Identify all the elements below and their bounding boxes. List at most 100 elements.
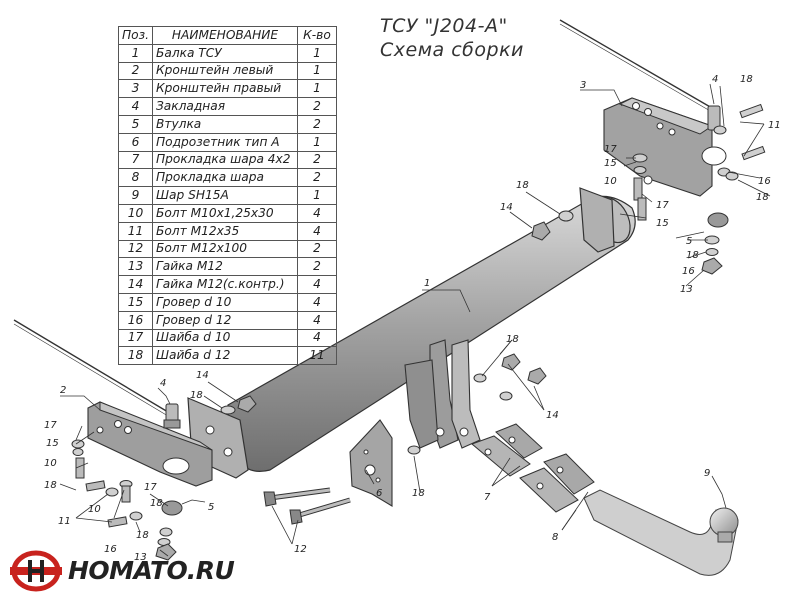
row-num: 10 <box>118 203 153 223</box>
callout-4: 4 <box>160 378 166 389</box>
row-qty: 4 <box>296 203 337 223</box>
row-qty: 11 <box>296 346 337 366</box>
row-name: Шайба d 12 <box>151 346 298 366</box>
row-qty: 1 <box>296 43 337 63</box>
row-qty: 2 <box>296 150 337 170</box>
row-qty: 2 <box>296 168 337 188</box>
callout-17: 17 <box>144 482 157 493</box>
row-name: Прокладка шара <box>151 168 298 188</box>
row-num: 6 <box>118 132 153 152</box>
logo-emblem-icon <box>10 550 62 592</box>
right-bracket-part <box>603 97 727 197</box>
callout-7: 7 <box>484 492 491 503</box>
title-subtitle: Схема сборки <box>380 39 524 61</box>
header-qty: К-во <box>296 26 337 45</box>
row-qty: 2 <box>296 114 337 134</box>
row-name: Болт М10х1,25х30 <box>151 203 298 223</box>
leader-lines <box>59 83 771 557</box>
callout-18: 18 <box>150 498 163 509</box>
callout-15: 15 <box>46 438 59 449</box>
row-num: 2 <box>118 61 153 81</box>
row-qty: 2 <box>296 97 337 116</box>
row-name: Закладная <box>151 97 298 116</box>
row-name: Гровер d 12 <box>151 310 298 330</box>
callout-18: 18 <box>136 530 149 541</box>
callout-12: 12 <box>294 544 307 555</box>
callout-18: 18 <box>756 192 769 203</box>
callout-14: 14 <box>546 410 559 421</box>
row-name: Шар SH15A <box>151 186 298 205</box>
row-num: 4 <box>118 97 153 116</box>
callout-17: 17 <box>656 200 669 211</box>
callout-5: 5 <box>208 502 214 513</box>
row-qty: 4 <box>296 292 337 312</box>
homato-logo: HOMATO.RU <box>10 548 235 594</box>
row-qty: 1 <box>296 61 337 81</box>
row-num: 13 <box>118 257 153 277</box>
callout-labels: 1 2 3 4 4 5 5 6 7 8 9 10 10 10 11 11 12 … <box>44 74 781 563</box>
row-qty: 2 <box>296 257 337 277</box>
row-num: 1 <box>118 43 153 63</box>
callout-17: 17 <box>44 420 57 431</box>
header-num: Поз. <box>118 26 153 45</box>
callout-2: 2 <box>60 385 66 396</box>
row-num: 12 <box>118 239 153 259</box>
header-name: НАИМЕНОВАНИЕ <box>151 26 298 45</box>
callout-1: 1 <box>424 278 430 289</box>
left-insert-part <box>13 319 181 429</box>
row-name: Гровер d 10 <box>151 292 298 312</box>
callout-3: 3 <box>580 80 586 91</box>
callout-16: 16 <box>104 544 117 555</box>
callout-11: 11 <box>768 120 781 131</box>
callout-10: 10 <box>604 176 617 187</box>
beam-part <box>187 187 636 479</box>
row-name: Гайка М12(с.контр.) <box>151 275 298 294</box>
callout-4: 4 <box>712 74 718 85</box>
row-num: 3 <box>118 79 153 99</box>
row-qty: 4 <box>296 328 337 348</box>
callout-18: 18 <box>740 74 753 85</box>
callout-18: 18 <box>44 480 57 491</box>
callout-18: 18 <box>190 390 203 401</box>
callout-14: 14 <box>196 370 209 381</box>
diagram-title: ТСУ "J204-A" Схема сборки <box>380 14 524 62</box>
callout-15: 15 <box>656 218 669 229</box>
row-num: 11 <box>118 221 153 241</box>
row-qty: 4 <box>296 221 337 241</box>
row-qty: 4 <box>296 275 337 294</box>
callout-10: 10 <box>44 458 57 469</box>
callout-15: 15 <box>604 158 617 169</box>
row-num: 14 <box>118 275 153 294</box>
row-num: 7 <box>118 150 153 170</box>
callout-13: 13 <box>134 552 147 563</box>
parts-table-header: Поз. НАИМЕНОВАНИЕ К-во <box>118 26 337 45</box>
row-name: Подрозетник тип А <box>151 132 298 152</box>
logo-text: HOMATO.RU <box>68 556 235 585</box>
socket-bracket-part <box>349 419 393 507</box>
row-name: Кронштейн правый <box>151 79 298 99</box>
callout-10: 10 <box>88 504 101 515</box>
row-num: 18 <box>118 346 153 366</box>
right-insert-part <box>559 19 721 131</box>
row-num: 9 <box>118 186 153 205</box>
callout-17: 17 <box>604 144 617 155</box>
row-qty: 1 <box>296 132 337 152</box>
callout-18: 18 <box>686 250 699 261</box>
title-model: ТСУ "J204-A" <box>380 15 508 37</box>
